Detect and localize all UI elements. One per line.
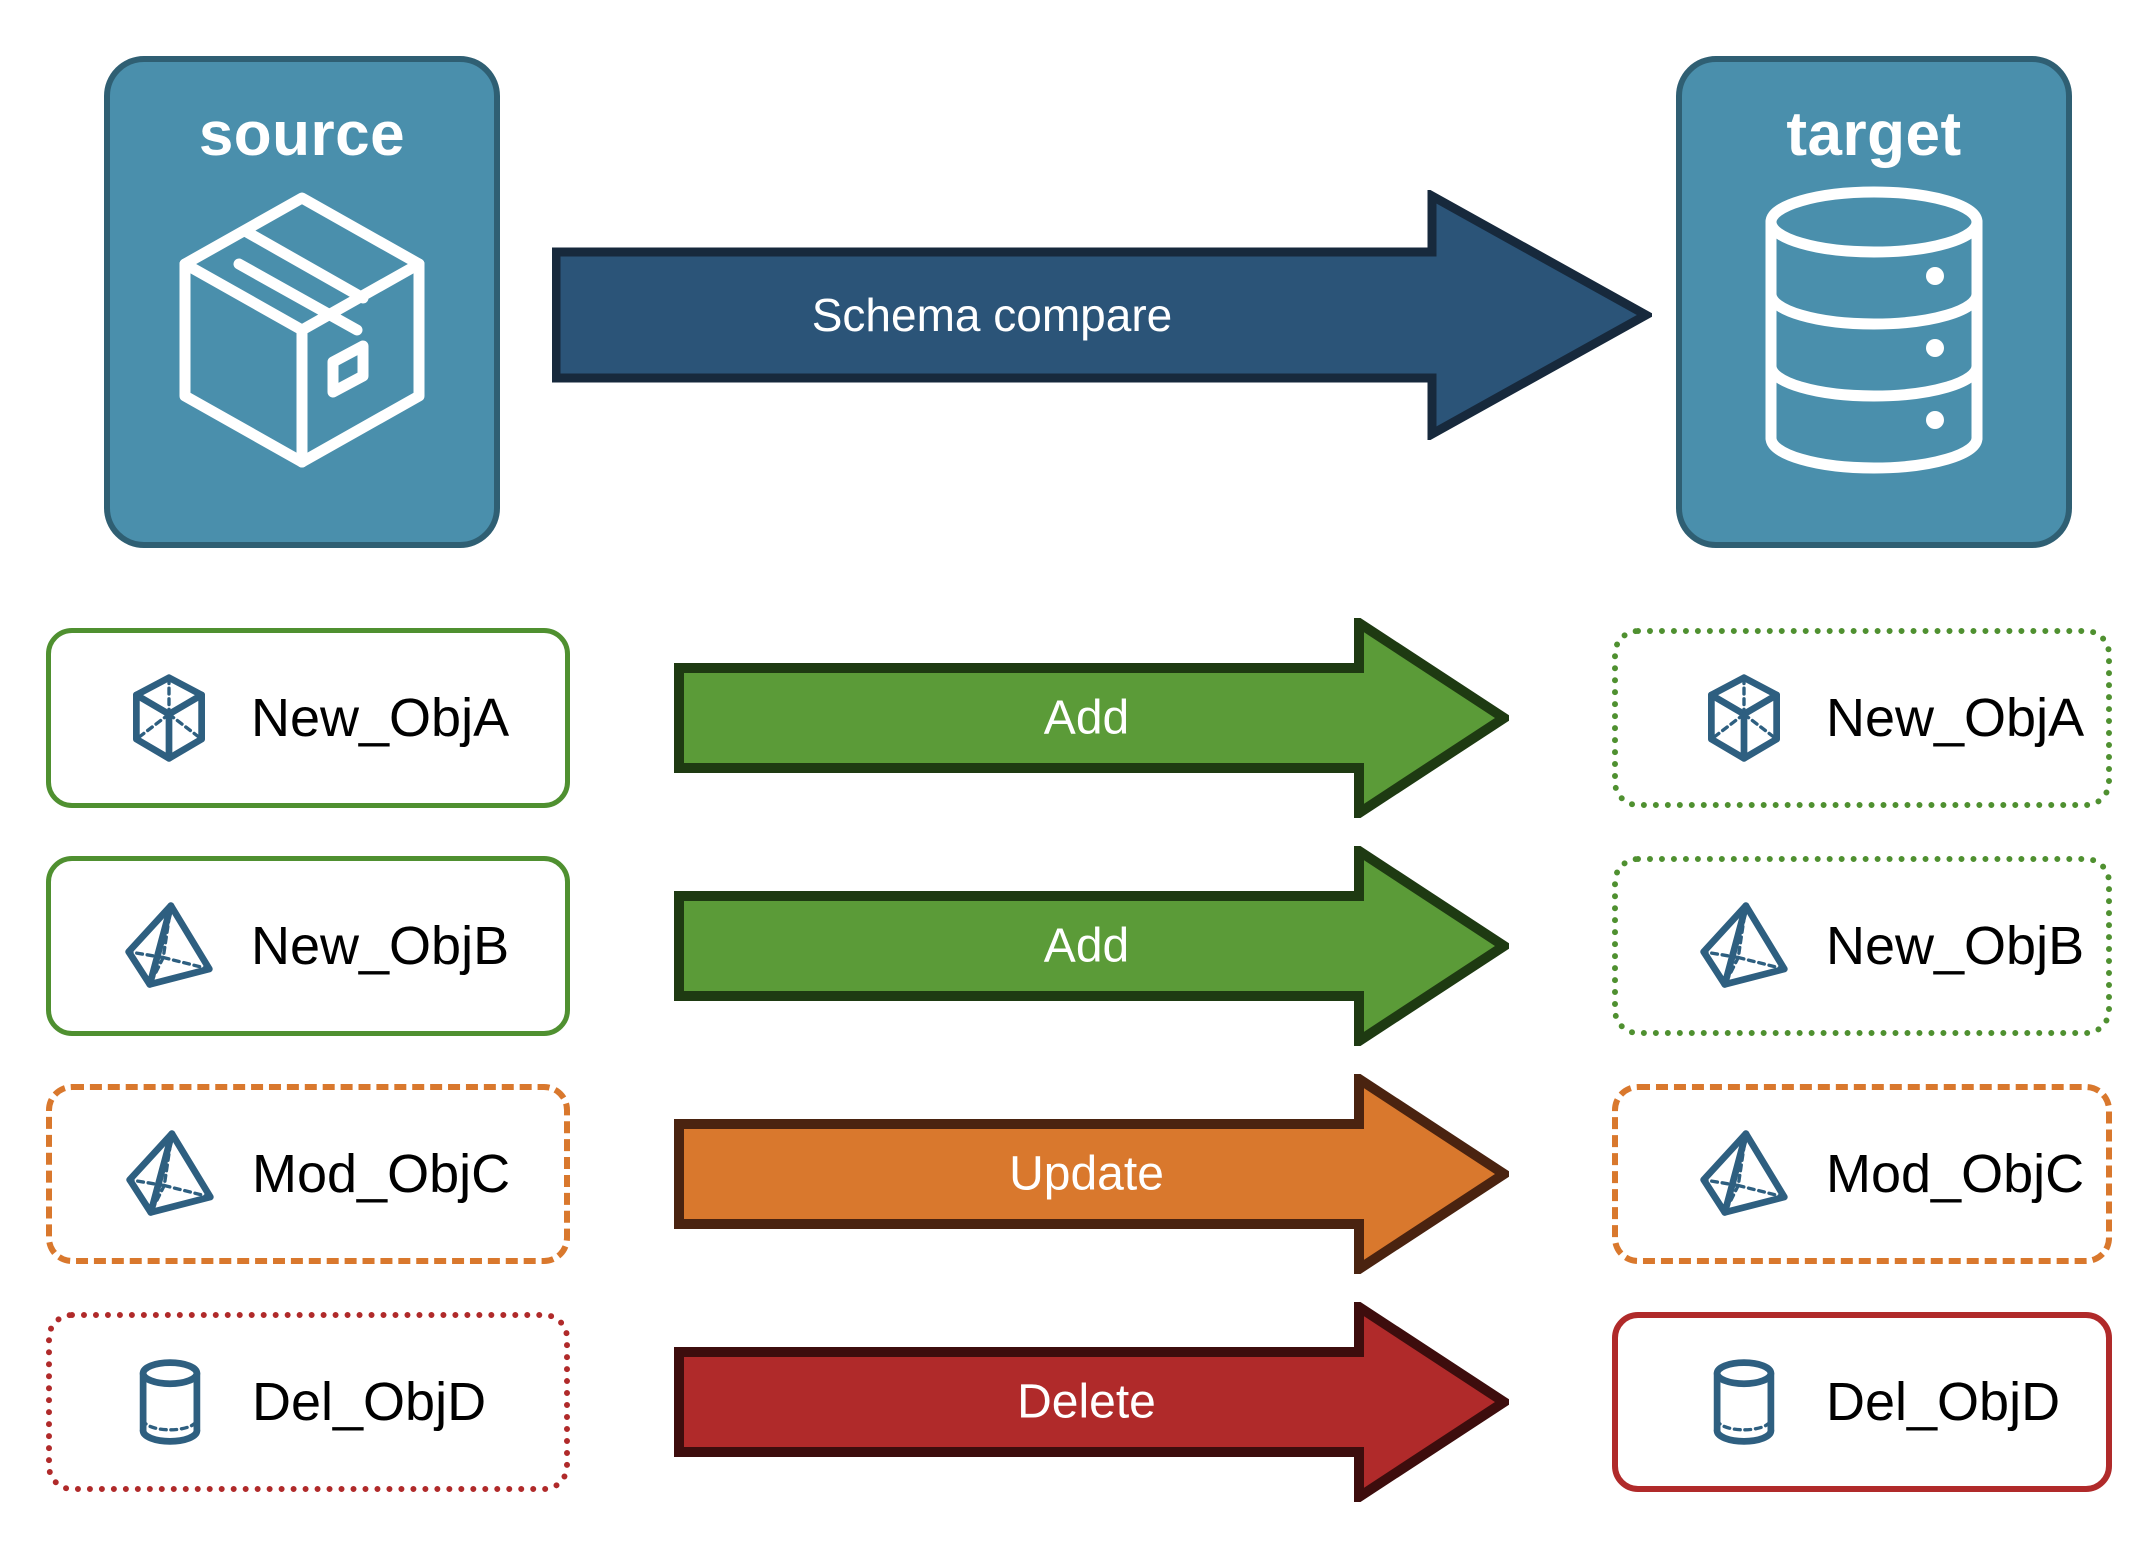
action-arrow-2[interactable]: Add bbox=[674, 841, 1514, 1051]
right-arrow-icon bbox=[674, 613, 1514, 823]
right-arrow-icon bbox=[674, 1069, 1514, 1279]
wireframe-pyramid-icon bbox=[1700, 1130, 1788, 1216]
target-object-box-2[interactable]: New_ObjB bbox=[1612, 856, 2112, 1036]
right-arrow-icon bbox=[551, 188, 1656, 442]
schema-compare-arrow[interactable]: Schema compare bbox=[551, 188, 1656, 442]
action-arrow-1[interactable]: Add bbox=[674, 613, 1514, 823]
right-arrow-icon bbox=[674, 1297, 1514, 1507]
wireframe-cylinder-icon bbox=[1713, 1359, 1775, 1445]
target-object-box-4[interactable]: Del_ObjD bbox=[1612, 1312, 2112, 1492]
source-object-label-4: Del_ObjD bbox=[252, 1372, 487, 1432]
target-object-label-3: Mod_ObjC bbox=[1826, 1144, 2085, 1204]
target-object-box-3[interactable]: Mod_ObjC bbox=[1612, 1084, 2112, 1264]
wireframe-cube-icon bbox=[1708, 674, 1780, 762]
source-object-label-3: Mod_ObjC bbox=[252, 1144, 511, 1204]
wireframe-pyramid-icon bbox=[125, 902, 213, 988]
target-card-title: target bbox=[1786, 100, 1962, 169]
target-object-box-1[interactable]: New_ObjA bbox=[1612, 628, 2112, 808]
package-box-icon bbox=[167, 180, 437, 485]
source-card-title: source bbox=[198, 100, 406, 169]
source-object-box-4[interactable]: Del_ObjD bbox=[46, 1312, 570, 1492]
target-object-label-2: New_ObjB bbox=[1826, 916, 2085, 976]
source-object-box-3[interactable]: Mod_ObjC bbox=[46, 1084, 570, 1264]
right-arrow-icon bbox=[674, 841, 1514, 1051]
wireframe-pyramid-icon bbox=[126, 1130, 214, 1216]
action-arrow-4[interactable]: Delete bbox=[674, 1297, 1514, 1507]
source-object-box-1[interactable]: New_ObjA bbox=[46, 628, 570, 808]
target-object-label-1: New_ObjA bbox=[1826, 688, 2085, 748]
action-arrow-3[interactable]: Update bbox=[674, 1069, 1514, 1279]
target-object-label-4: Del_ObjD bbox=[1826, 1372, 2061, 1432]
source-object-box-2[interactable]: New_ObjB bbox=[46, 856, 570, 1036]
wireframe-cube-icon bbox=[133, 674, 205, 762]
wireframe-pyramid-icon bbox=[1700, 902, 1788, 988]
source-card[interactable]: source bbox=[104, 56, 500, 548]
target-card[interactable]: target bbox=[1676, 56, 2072, 548]
source-object-label-1: New_ObjA bbox=[251, 688, 510, 748]
database-cylinder-icon bbox=[1749, 180, 1999, 485]
source-object-label-2: New_ObjB bbox=[251, 916, 510, 976]
wireframe-cylinder-icon bbox=[139, 1359, 201, 1445]
